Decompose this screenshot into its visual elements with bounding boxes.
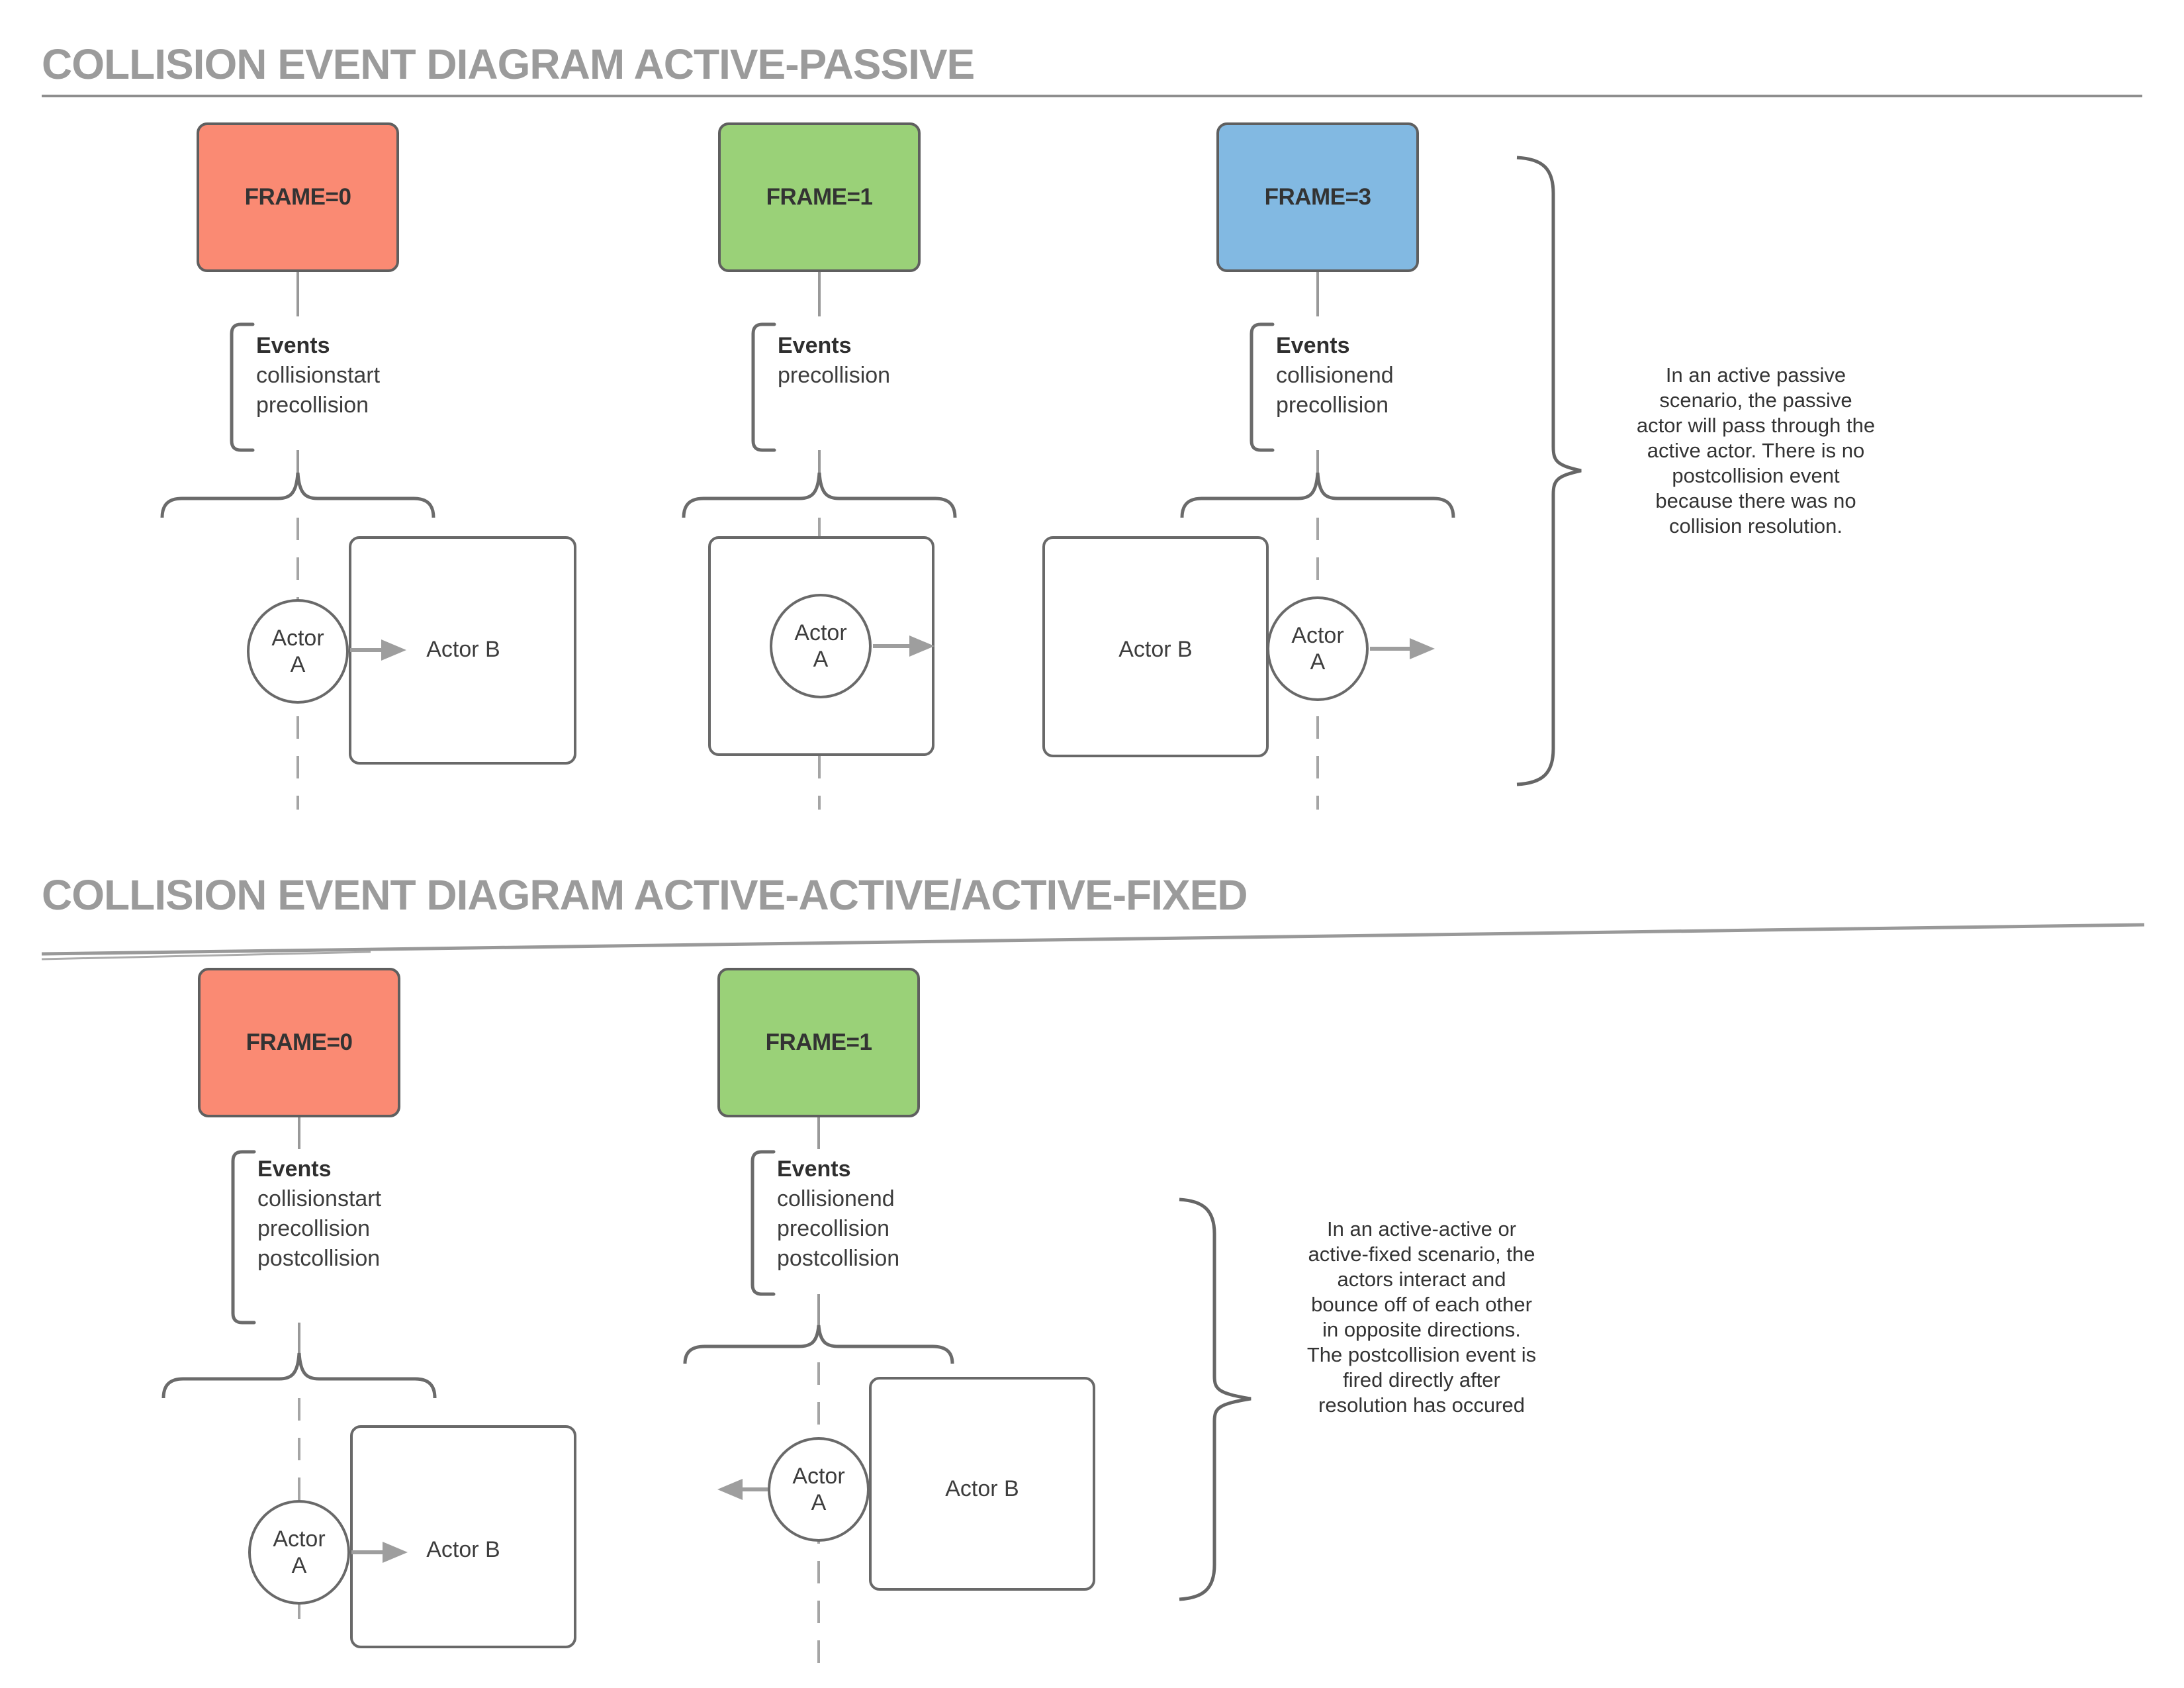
note-line: actor will pass through the <box>1636 414 1876 437</box>
event-item: collisionstart <box>257 1186 382 1211</box>
velocity-arrow-head <box>1410 638 1435 659</box>
velocity-arrow-head <box>381 639 406 661</box>
actor-a-label: A <box>813 647 829 672</box>
actor-a-circle-s2-frame0: Actor A <box>248 1500 350 1605</box>
actor-b-label-s2-frame1: Actor B <box>945 1476 1019 1501</box>
actor-b-label-s1-frame3: Actor B <box>1118 637 1193 662</box>
actor-a-label: Actor <box>792 1464 845 1489</box>
section2-title: COLLISION EVENT DIAGRAM ACTIVE-ACTIVE/AC… <box>42 871 1248 919</box>
actor-a-circle-s1-frame1: Actor A <box>770 594 872 698</box>
velocity-arrow-head <box>909 635 934 657</box>
actor-b-rect-s2-frame1 <box>869 1377 1095 1591</box>
events-list-s1-frame1: Events precollision <box>778 331 890 391</box>
frame-label: FRAME=1 <box>766 184 873 210</box>
events-bracket <box>1250 322 1275 452</box>
event-item: postcollision <box>257 1246 381 1271</box>
event-item: precollision <box>777 1216 890 1241</box>
underbrace <box>682 472 957 518</box>
note-line: In an active-active or <box>1326 1217 1517 1241</box>
events-list-s2-frame0: Events collisionstart precollision postc… <box>257 1154 381 1274</box>
event-item: collisionend <box>1276 363 1394 388</box>
events-heading: Events <box>257 1156 332 1182</box>
actor-a-label: Actor <box>271 626 324 651</box>
frame-box-s2-frame0: FRAME=0 <box>198 968 400 1117</box>
note-line: bounce off of each other <box>1311 1293 1532 1316</box>
event-item: precollision <box>256 393 369 418</box>
note-line: in opposite directions. <box>1322 1318 1521 1341</box>
event-item: precollision <box>778 363 891 388</box>
actor-a-label: A <box>1310 649 1326 675</box>
events-heading: Events <box>778 333 852 358</box>
note-line: In an active passive <box>1665 363 1846 387</box>
actor-a-label: Actor <box>794 620 847 645</box>
actor-a-circle-s1-frame3: Actor A <box>1267 596 1369 701</box>
note-line: postcollision event <box>1672 464 1840 487</box>
note-line: fired directly after <box>1343 1368 1500 1391</box>
annotation-brace <box>1516 156 1582 786</box>
section1-title-rule <box>42 95 2142 97</box>
events-bracket <box>230 322 255 452</box>
events-heading: Events <box>1276 333 1350 358</box>
event-item: precollision <box>1276 393 1389 418</box>
underbrace <box>1180 472 1455 518</box>
note-line: The postcollision event is <box>1306 1343 1537 1366</box>
actor-b-rect-s2-frame0 <box>350 1425 576 1648</box>
actor-a-circle-s2-frame1: Actor A <box>768 1437 870 1542</box>
actor-a-label: A <box>291 1553 307 1578</box>
annotation-brace <box>1179 1197 1251 1601</box>
section-divider-line <box>41 923 2145 956</box>
events-bracket <box>231 1150 256 1325</box>
underbrace <box>683 1325 954 1364</box>
frame-box-s1-frame0: FRAME=0 <box>197 122 399 272</box>
frame-label: FRAME=0 <box>244 184 351 210</box>
actor-b-rect-s1-frame3 <box>1042 536 1269 757</box>
note-line: because there was no <box>1655 489 1856 512</box>
note-line: collision resolution. <box>1669 514 1843 538</box>
frame-box-s1-frame1: FRAME=1 <box>718 122 921 272</box>
underbrace <box>161 1352 437 1399</box>
frame-label: FRAME=3 <box>1264 184 1371 210</box>
actor-a-label: Actor <box>273 1526 326 1552</box>
frame-label: FRAME=0 <box>246 1029 353 1055</box>
annotation-note-s1: In an active passive scenario, the passi… <box>1570 363 1941 539</box>
frame-label: FRAME=1 <box>765 1029 872 1055</box>
frame-box-s1-frame3: FRAME=3 <box>1216 122 1419 272</box>
events-heading: Events <box>256 333 330 358</box>
events-heading: Events <box>777 1156 851 1182</box>
actor-b-label-s2-frame0: Actor B <box>426 1537 500 1562</box>
events-list-s1-frame0: Events collisionstart precollision <box>256 331 380 420</box>
actor-a-label: Actor <box>1291 623 1344 648</box>
events-list-s2-frame1: Events collisionend precollision postcol… <box>777 1154 899 1274</box>
actor-a-circle-s1-frame0: Actor A <box>247 599 349 704</box>
underbrace <box>160 472 435 518</box>
actor-b-label-s1-frame0: Actor B <box>426 637 500 662</box>
section1-title: COLLISION EVENT DIAGRAM ACTIVE-PASSIVE <box>42 40 975 88</box>
actor-a-label: A <box>811 1490 827 1515</box>
annotation-note-s2: In an active-active or active-fixed scen… <box>1236 1217 1607 1418</box>
actor-a-label: A <box>290 652 306 677</box>
event-item: postcollision <box>777 1246 900 1271</box>
event-item: collisionend <box>777 1186 895 1211</box>
note-line: active actor. There is no <box>1647 439 1865 462</box>
section-divider-line-2 <box>41 951 371 961</box>
events-bracket <box>751 322 776 452</box>
note-line: scenario, the passive <box>1659 389 1852 412</box>
note-line: active-fixed scenario, the <box>1308 1243 1535 1266</box>
frame-box-s2-frame1: FRAME=1 <box>717 968 920 1117</box>
velocity-arrow-head <box>717 1479 743 1500</box>
event-item: precollision <box>257 1216 371 1241</box>
event-item: collisionstart <box>256 363 381 388</box>
note-line: actors interact and <box>1337 1268 1506 1291</box>
velocity-arrow-head <box>383 1542 408 1563</box>
note-line: resolution has occured <box>1318 1393 1525 1417</box>
events-bracket <box>751 1150 776 1296</box>
events-list-s1-frame3: Events collisionend precollision <box>1276 331 1394 420</box>
